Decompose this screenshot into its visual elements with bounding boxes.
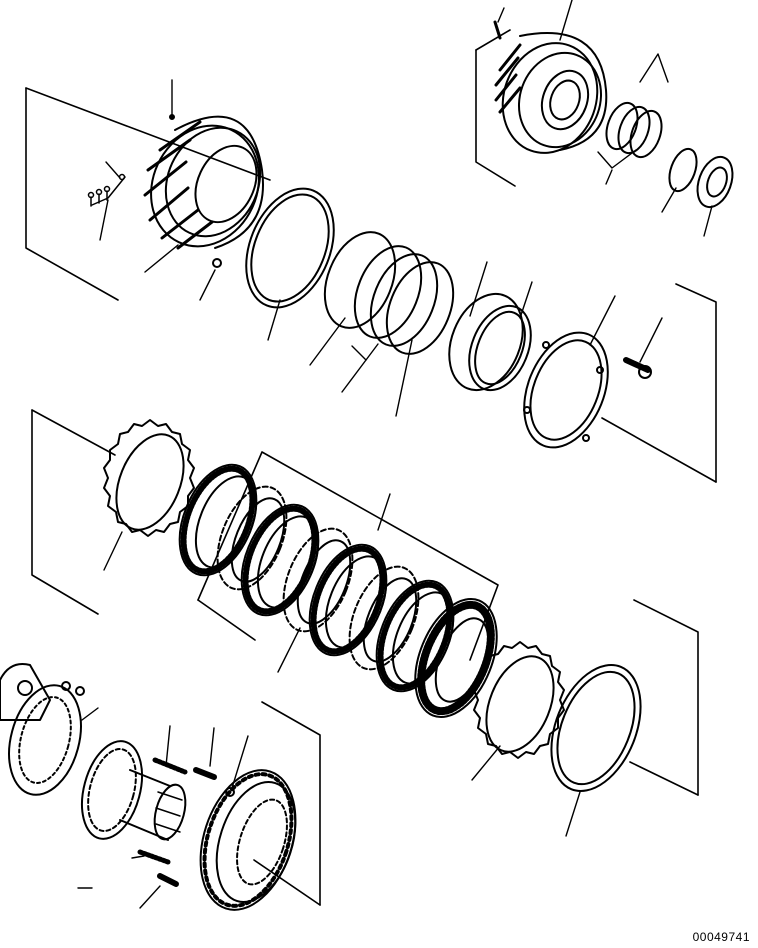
bolt-head-icon (639, 366, 651, 378)
carrier-hub (488, 22, 614, 166)
splined-ring-housing (132, 108, 279, 267)
small-bolts-set (89, 175, 126, 207)
yoke-flange (0, 664, 92, 803)
leader-lines (78, 0, 712, 908)
friction-disc-3 (295, 533, 402, 666)
nut-icon (226, 788, 234, 796)
separator-disc-3 (336, 557, 432, 680)
end-plate-with-bolt (508, 320, 651, 460)
group-outline-lines (26, 30, 716, 905)
studs-and-bolts (140, 760, 234, 884)
friction-disc-stack (165, 453, 513, 728)
ring-gear-brake-housing (184, 758, 312, 922)
separator-plate-left (103, 420, 196, 540)
separator-disc-2 (270, 519, 366, 642)
thrust-washer (534, 652, 658, 804)
drawing-reference-number: 00049741 (692, 930, 750, 944)
piston (436, 283, 543, 401)
seal-rings-top-right (601, 99, 739, 212)
drain-plug-icon (213, 259, 221, 267)
piston-seal-rings (312, 222, 466, 364)
friction-disc-1 (165, 453, 272, 586)
separator-plate-right (473, 642, 566, 762)
retaining-ring-large (230, 176, 351, 321)
axle-shaft-hub (72, 734, 191, 845)
friction-disc-2 (227, 493, 334, 626)
